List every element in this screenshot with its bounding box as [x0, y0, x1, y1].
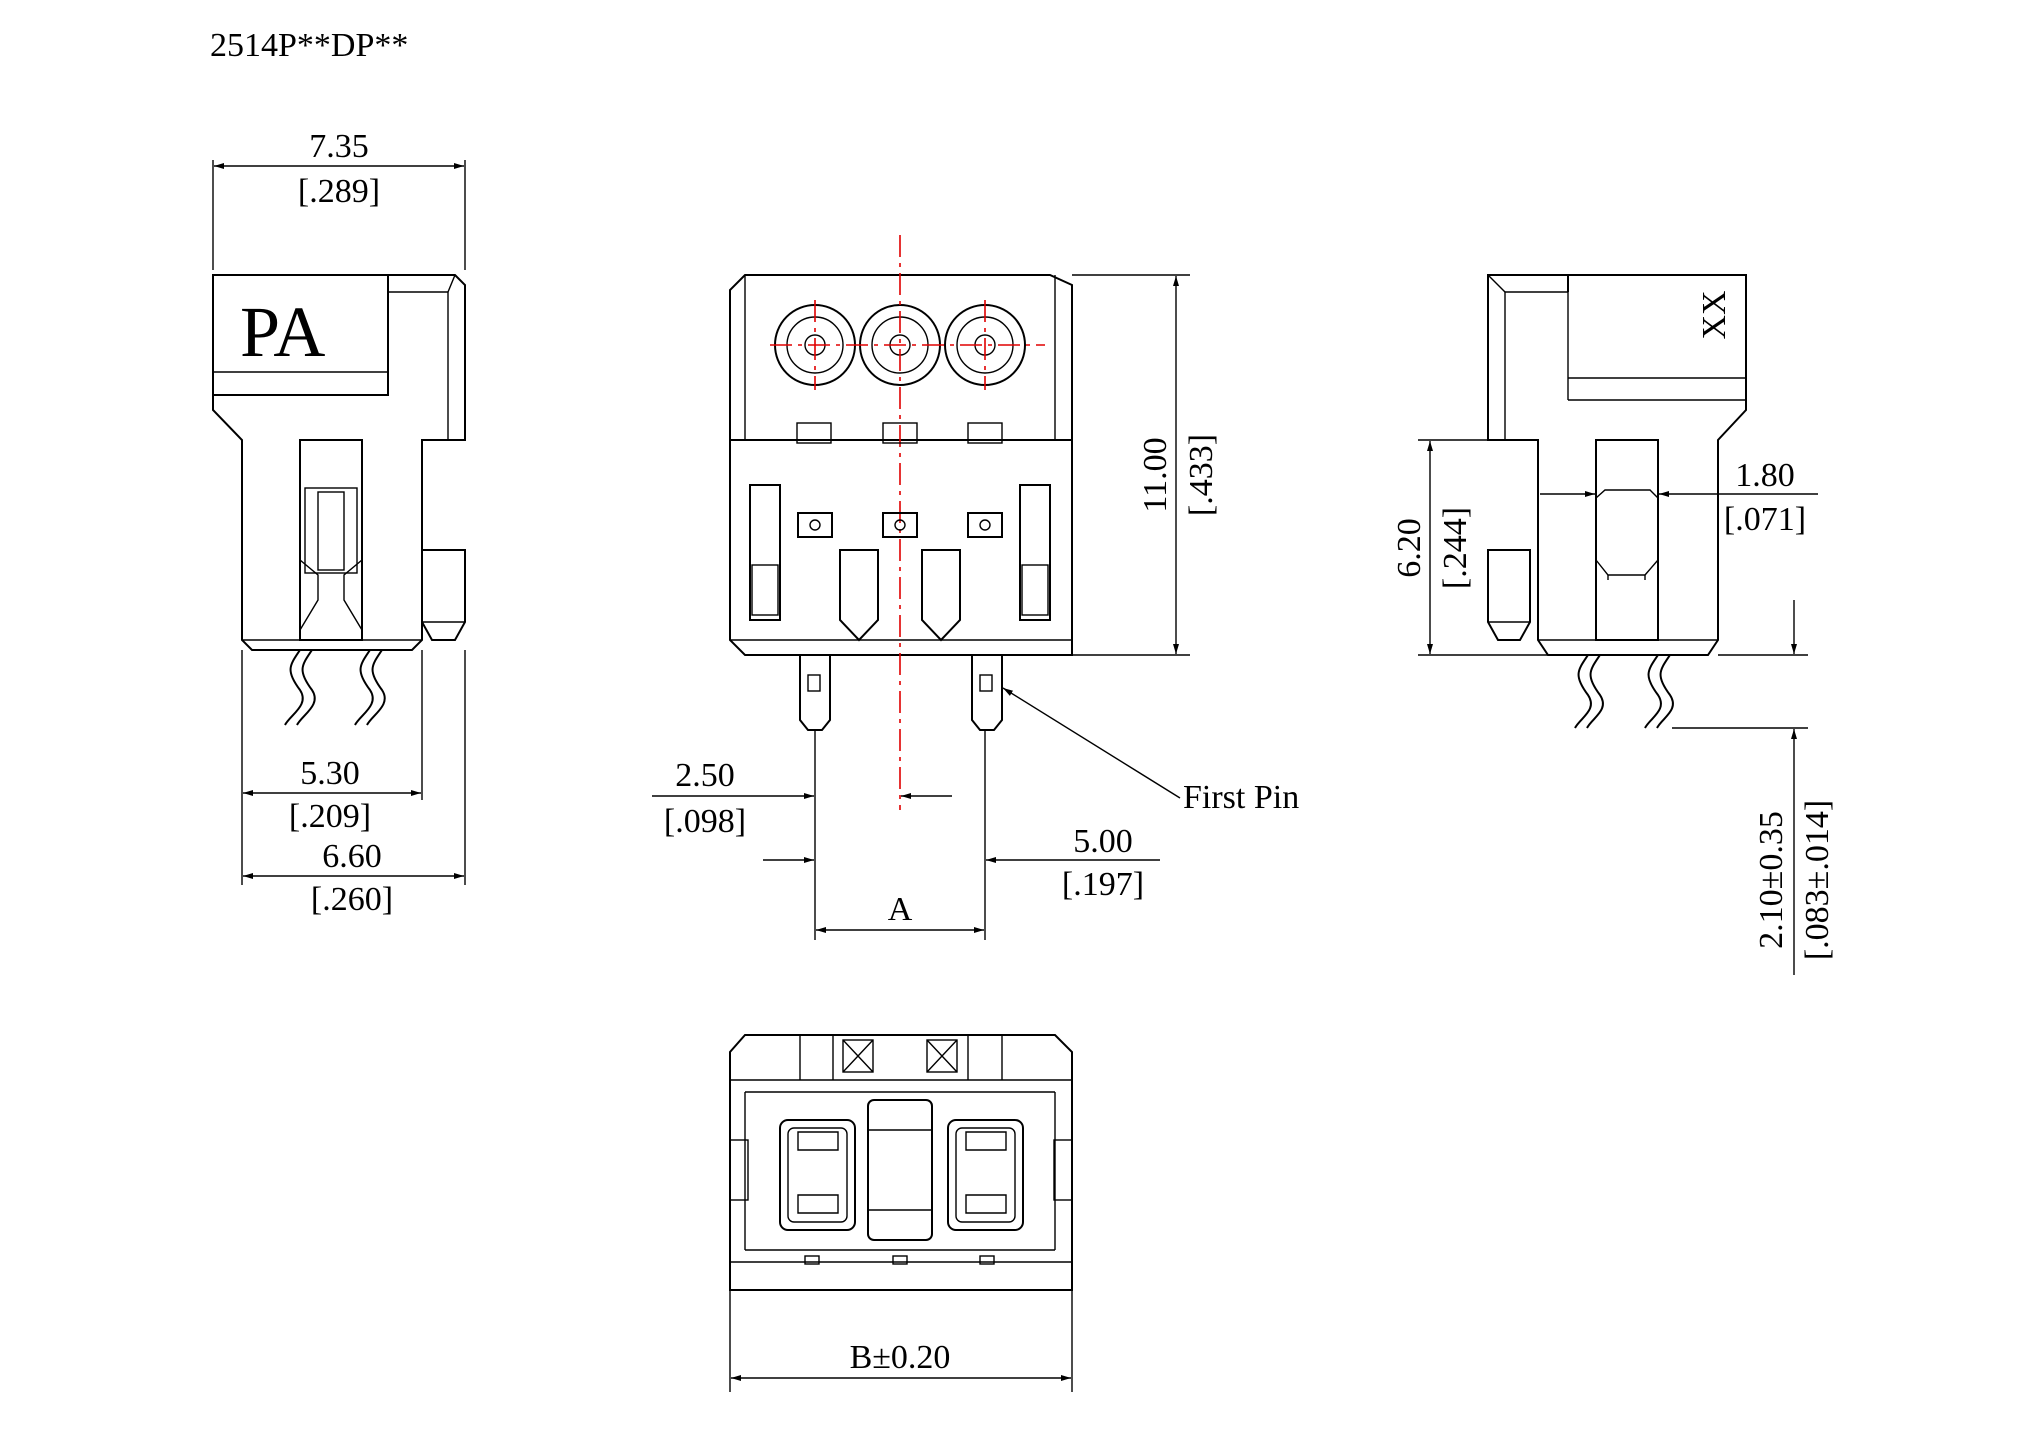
center-block	[867, 1099, 933, 1241]
dim-pin-in: [.083±.014]	[1799, 800, 1836, 960]
dim-pitch-in: [.197]	[1062, 866, 1144, 903]
dim-inner-mm: 5.30	[300, 755, 360, 792]
left-side-view: PA	[212, 274, 466, 726]
dim-height-in: [.433]	[1183, 434, 1220, 516]
dim-slot-in: [.071]	[1724, 501, 1806, 538]
dim-pin-mm: 2.10±0.35	[1753, 811, 1790, 949]
latch-window	[299, 439, 363, 641]
bottom-body-outline	[729, 1034, 1073, 1291]
dim-height-mm: 11.00	[1137, 437, 1174, 512]
bottom-dimensions: B±0.20	[729, 1290, 1073, 1392]
dim-width-mm: 7.35	[309, 128, 369, 165]
dim-right-height-in: [.244]	[1437, 507, 1474, 589]
right-slot	[1595, 439, 1659, 641]
right-dimensions: 6.20 [.244] 1.80 [.071] 2.10±0.35 [.083±…	[1391, 439, 1836, 975]
release-button-1	[797, 512, 833, 538]
front-dimensions: 11.00 [.433] 2.50 [.098] 5.00 [.197] A F…	[652, 274, 1299, 940]
contact-housing-right	[947, 1119, 1024, 1231]
dim-inner-in: [.209]	[289, 798, 371, 835]
bent-pin-left	[284, 649, 304, 726]
first-pin-label: First Pin	[1183, 779, 1299, 816]
front-view	[729, 235, 1073, 810]
xx-marking: XX	[1696, 290, 1733, 339]
dim-b: B±0.20	[850, 1339, 951, 1376]
side-tab	[421, 549, 466, 641]
pin-first	[971, 655, 1003, 731]
pa-marking: PA	[240, 292, 325, 372]
first-pin-leader	[1002, 687, 1181, 799]
dim-width-in: [.289]	[298, 173, 380, 210]
dim-outer-mm: 6.60	[322, 838, 382, 875]
right-side-view: XX	[1487, 274, 1747, 729]
bottom-view	[729, 1034, 1073, 1291]
left-body-outline	[212, 274, 466, 651]
pin-left	[799, 655, 831, 731]
contact-housing-left	[779, 1119, 856, 1231]
dim-half-pitch-in: [.098]	[664, 803, 746, 840]
dim-slot-mm: 1.80	[1735, 457, 1795, 494]
left-dimensions: 7.35 [.289] 5.30 [.209] 6.60 [.260]	[212, 128, 466, 918]
pa-label-box	[212, 274, 389, 396]
dim-a: A	[888, 891, 913, 928]
dim-right-height-mm: 6.20	[1391, 518, 1428, 578]
bent-pin-right	[354, 649, 374, 726]
front-body-outline	[729, 274, 1073, 656]
part-number-title: 2514P**DP**	[210, 27, 408, 64]
dim-half-pitch-mm: 2.50	[675, 757, 735, 794]
dim-pitch-mm: 5.00	[1073, 823, 1133, 860]
right-side-tab	[1487, 549, 1531, 641]
release-button-3	[967, 512, 1003, 538]
release-button-2	[882, 512, 918, 538]
dim-outer-in: [.260]	[311, 881, 393, 918]
right-body-outline	[1487, 274, 1747, 656]
